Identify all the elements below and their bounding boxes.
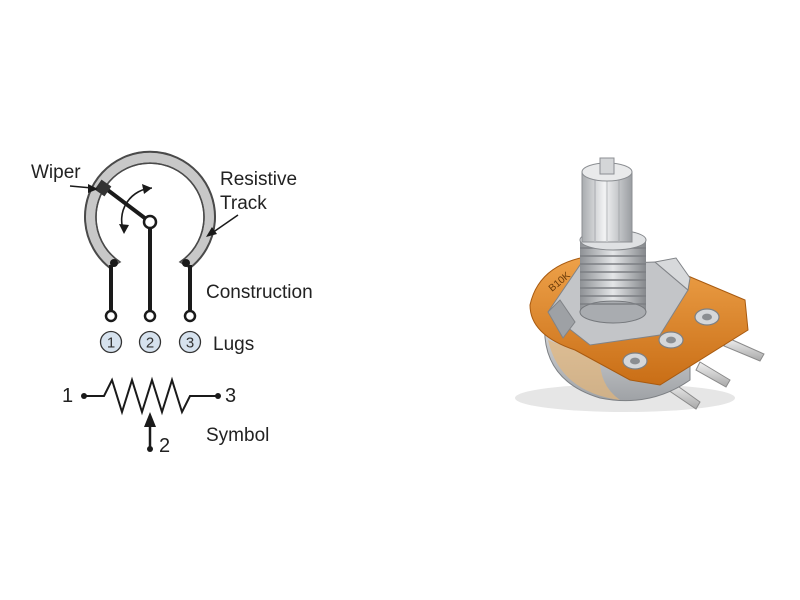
resistive-track-outline-outer <box>84 150 216 269</box>
potentiometer-photo: B10K <box>515 157 765 412</box>
lug-badge-3 <box>178 330 202 354</box>
symbol-node-2 <box>147 446 153 452</box>
label-lugs: Lugs <box>213 334 254 355</box>
photo-shaft <box>581 157 633 243</box>
lug-pad-2 <box>143 309 157 323</box>
rotation-arrowhead-top <box>142 184 152 194</box>
schematic-symbol: 1 3 2 Symbol <box>62 376 269 457</box>
track-pointer-line <box>211 214 239 234</box>
wiper-arm <box>103 186 152 224</box>
wiper-pointer-head <box>88 184 98 193</box>
track-pointer-head <box>206 227 217 237</box>
lug-badge-2 <box>138 330 162 354</box>
lug-pad-1 <box>104 309 118 323</box>
lug-number-3: 3 <box>186 335 194 352</box>
label-wiper: Wiper <box>31 162 81 183</box>
symbol-terminal-1: 1 <box>62 385 73 407</box>
resistor-zigzag <box>84 376 216 416</box>
label-construction: Construction <box>206 282 313 303</box>
resistive-track-outline-inner <box>95 162 205 263</box>
symbol-terminal-2: 2 <box>159 435 170 457</box>
label-resistive-line1: Resistive <box>220 169 297 190</box>
lug-badge-1 <box>99 330 123 354</box>
photo-threaded-bushing <box>579 229 647 324</box>
photo-solder-pads <box>622 308 720 370</box>
lug-pad-3 <box>183 309 197 323</box>
construction-diagram: 1 2 3 Wiper Resistive Track Construction… <box>31 150 313 355</box>
label-resistive-line2: Track <box>220 193 267 214</box>
wiper-contact <box>94 179 112 197</box>
symbol-node-3 <box>215 393 221 399</box>
symbol-terminal-3: 3 <box>225 385 236 407</box>
label-symbol: Symbol <box>206 425 269 446</box>
wiper-pivot <box>142 214 158 230</box>
lug-number-1: 1 <box>107 335 115 352</box>
lug-number-2: 2 <box>146 335 154 352</box>
rotation-arrowhead-bottom <box>119 224 129 234</box>
wiper-arrow-head <box>144 412 156 427</box>
